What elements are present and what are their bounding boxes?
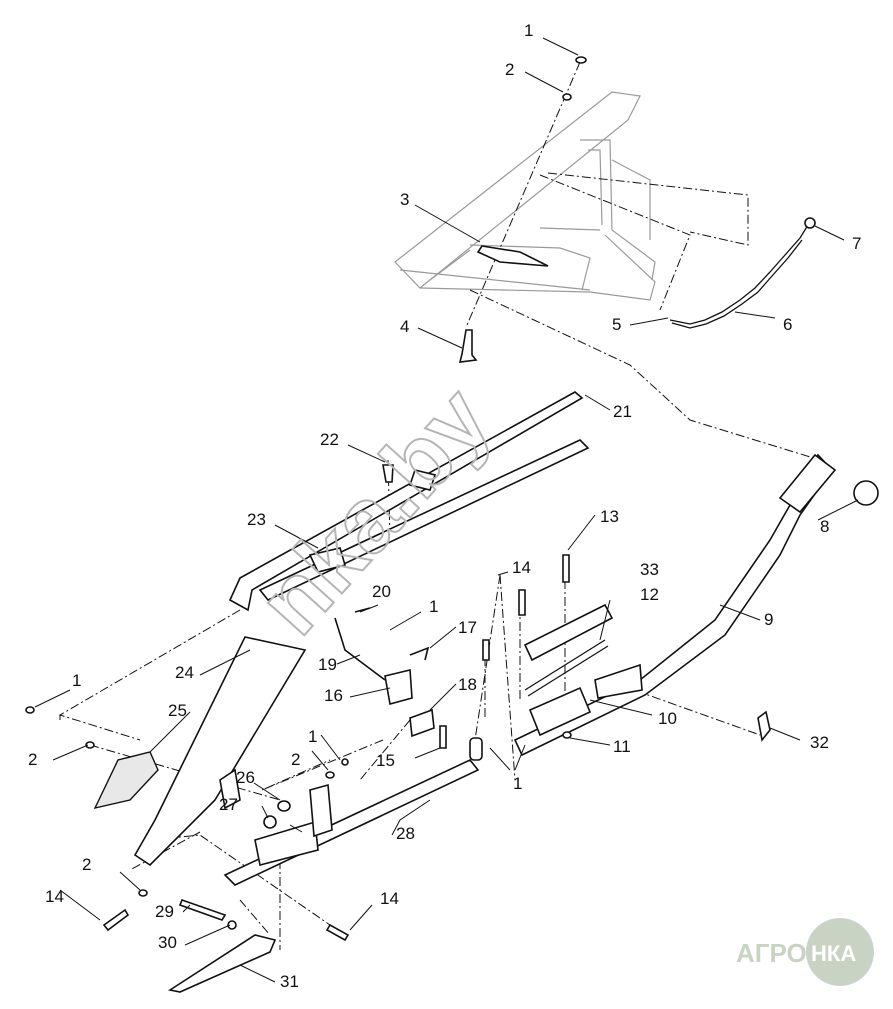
part-28-lower-bar [223,759,480,886]
callout-27: 27 [219,795,238,814]
brand-logo: АГРО НКА [736,918,874,986]
callout-2: 2 [82,855,91,874]
part-33-tube [523,603,614,662]
part-19-rod [334,617,386,681]
callout-22: 22 [320,430,339,449]
callout-11: 11 [613,737,631,756]
part-30-washer [227,920,237,930]
part-24-arm [133,636,307,867]
part-23-upper-bar [228,391,584,612]
callout-1: 1 [308,727,317,746]
watermark-site: nka.by [239,369,510,654]
callout-9: 9 [764,610,773,629]
part-1-washer-top [575,56,587,64]
callout-26: 26 [236,768,255,787]
callout-2: 2 [505,60,514,79]
part-7-ring [804,217,816,229]
callout-2: 2 [291,750,300,769]
part-29-bolt [178,898,227,921]
callout-23: 23 [247,510,266,529]
logo-text-right: НКА [811,941,856,966]
watermark: nka.by [238,368,511,655]
callout-32: 32 [810,733,829,752]
callout-18: 18 [458,675,477,694]
callout-30: 30 [158,933,177,952]
callout-14: 14 [380,889,399,908]
part-15-bolt [439,725,447,749]
callout-1: 1 [429,597,438,616]
callout-24: 24 [175,663,194,682]
callout-10: 10 [658,709,677,728]
callout-14: 14 [45,887,64,906]
callout-17: 17 [458,618,477,637]
callout-29: 29 [155,902,174,921]
part-3-blade [476,245,549,267]
logo-circle-icon [806,918,874,986]
callout-16: 16 [324,686,343,705]
callout-14: 14 [512,558,531,577]
part-26-bushing [277,800,291,812]
part-14-bolt-a [518,589,526,616]
callout-21: 21 [613,402,632,421]
part-16-bracket [384,669,413,706]
part-6-chain [669,224,809,325]
part-18-bracket [409,708,435,738]
callout-1: 1 [524,21,533,40]
part-2-ring-top [562,93,572,101]
callout-15: 15 [376,751,395,770]
callout-2: 2 [28,750,37,769]
callout-25: 25 [168,701,187,720]
part-10-bracket [528,686,592,737]
part-8-nut [853,480,879,506]
callout-4: 4 [400,317,409,336]
part-4-bolt [458,329,478,363]
part-31-fork [167,934,277,993]
callout-6: 6 [783,315,792,334]
part-13-bolt [562,554,570,583]
callout-1: 1 [72,671,81,690]
parts [25,56,879,993]
part-25-shoe [93,751,159,810]
part-12-spring [524,639,606,691]
callout-20: 20 [372,582,391,601]
callout-31: 31 [280,972,299,991]
part-17-clip [409,646,430,661]
callout-1: 1 [513,774,522,793]
callout-33: 33 [640,560,659,579]
callout-12: 12 [640,585,659,604]
callout-13: 13 [600,507,619,526]
callout-5: 5 [612,315,621,334]
callout-3: 3 [400,190,409,209]
mower-deck-outline [394,91,656,301]
callout-7: 7 [852,234,861,253]
callout-19: 19 [318,655,337,674]
part-27-spacer [263,815,277,829]
callout-8: 8 [820,517,829,536]
part-22-bolt [382,464,394,483]
part-11-nut [562,731,572,739]
callout-labels: 1 2 3 4 5 6 7 8 9 10 11 12 13 14 15 16 1… [28,21,861,991]
leader-lines [34,37,859,983]
callout-28: 28 [396,824,415,843]
part-32-clip [757,710,771,742]
logo-text-left: АГРО [736,938,807,968]
